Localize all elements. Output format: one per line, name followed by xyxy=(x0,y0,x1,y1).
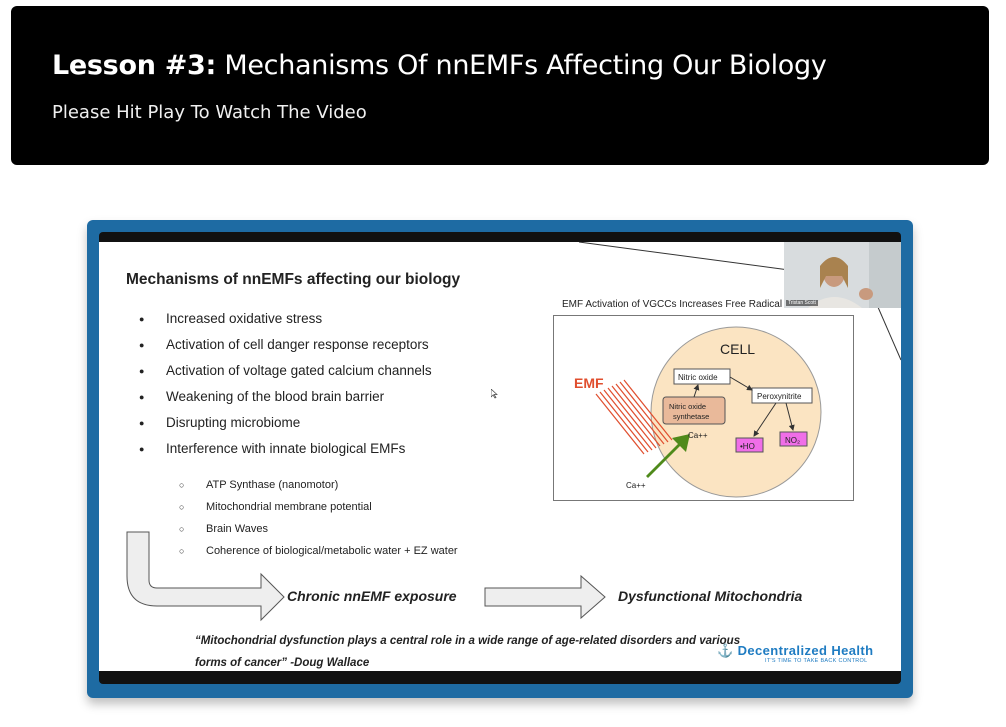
lesson-title: Lesson #3: Mechanisms Of nnEMFs Affectin… xyxy=(52,50,827,81)
quote-line: “Mitochondrial dysfunction plays a centr… xyxy=(195,635,741,647)
sub-bullet-list: ATP Synthase (nanomotor) Mitochondrial m… xyxy=(179,478,458,566)
calcium-outside-label: Ca++ xyxy=(626,481,646,490)
video-player[interactable]: Mechanisms of nnEMFs affecting our biolo… xyxy=(87,220,913,698)
cursor-icon xyxy=(491,389,498,399)
lesson-number: Lesson #3: xyxy=(52,50,217,81)
slide-decor-lines xyxy=(578,242,901,361)
slide-title: Mechanisms of nnEMFs affecting our biolo… xyxy=(126,271,461,288)
bullet-list: Increased oxidative stress Activation of… xyxy=(139,311,432,467)
bullet-item: Activation of cell danger response recep… xyxy=(139,337,432,363)
bullet-item: Weakening of the blood brain barrier xyxy=(139,389,432,415)
sub-bullet-item: Mitochondrial membrane potential xyxy=(179,500,458,522)
bullet-item: Increased oxidative stress xyxy=(139,311,432,337)
brand-name: Decentralized Health xyxy=(737,643,874,658)
calcium-inside-label: Ca++ xyxy=(688,431,708,440)
nos-text-line1: Nitric oxide xyxy=(669,402,706,411)
hydroxyl-text: •HO xyxy=(740,442,755,451)
vgcc-diagram-svg: CELL EMF xyxy=(574,326,822,498)
peroxynitrite-box xyxy=(751,387,813,404)
lesson-title-text: Mechanisms Of nnEMFs Affecting Our Biolo… xyxy=(224,50,827,81)
presenter-name: Tristan Scott xyxy=(786,300,818,306)
brand-logo: ⚓Decentralized Health IT'S TIME TO TAKE … xyxy=(717,643,873,664)
nitric-oxide-text: Nitric oxide xyxy=(678,373,718,382)
sub-bullet-item: ATP Synthase (nanomotor) xyxy=(179,478,458,500)
emf-label: EMF xyxy=(574,375,604,391)
slide-quote: “Mitochondrial dysfunction plays a centr… xyxy=(195,630,815,674)
peroxynitrite-text: Peroxynitrite xyxy=(757,392,802,401)
presenter-avatar xyxy=(784,242,901,308)
flow-arrows xyxy=(126,531,606,622)
lesson-header: Lesson #3: Mechanisms Of nnEMFs Affectin… xyxy=(11,6,989,165)
nos-text-line2: synthetase xyxy=(673,412,709,421)
emf-waves xyxy=(595,379,673,455)
brand-tagline: IT'S TIME TO TAKE BACK CONTROL xyxy=(765,658,868,664)
flow-step-dysfunctional-mitochondria: Dysfunctional Mitochondria xyxy=(618,588,803,604)
sub-bullet-item: Coherence of biological/metabolic water … xyxy=(179,544,458,566)
bullet-item: Activation of voltage gated calcium chan… xyxy=(139,363,432,389)
vgcc-diagram: CELL EMF xyxy=(553,315,854,501)
diagram-caption: EMF Activation of VGCCs Increases Free R… xyxy=(562,299,833,310)
bend-arrow xyxy=(126,531,285,622)
anchor-icon: ⚓ xyxy=(717,643,734,658)
straight-arrow xyxy=(484,574,606,620)
hydroxyl-box xyxy=(735,437,764,453)
no2-box xyxy=(779,431,808,447)
lesson-subtitle: Please Hit Play To Watch The Video xyxy=(52,102,367,123)
calcium-entry-arrow xyxy=(646,434,690,478)
quote-line: forms of cancer” -Doug Wallace xyxy=(195,657,370,669)
cell-label: CELL xyxy=(720,341,755,357)
presentation-slide: Mechanisms of nnEMFs affecting our biolo… xyxy=(99,242,901,671)
bullet-item: Disrupting microbiome xyxy=(139,415,432,441)
flow-step-chronic-exposure: Chronic nnEMF exposure xyxy=(287,588,457,604)
bullet-item: Interference with innate biological EMFs xyxy=(139,441,432,467)
sub-bullet-item: Brain Waves xyxy=(179,522,458,544)
webcam-thumbnail: Tristan Scott xyxy=(784,242,901,308)
video-screen[interactable]: Mechanisms of nnEMFs affecting our biolo… xyxy=(99,232,901,684)
no2-text: NO₂ xyxy=(785,436,800,445)
nitric-oxide-box xyxy=(673,368,731,385)
